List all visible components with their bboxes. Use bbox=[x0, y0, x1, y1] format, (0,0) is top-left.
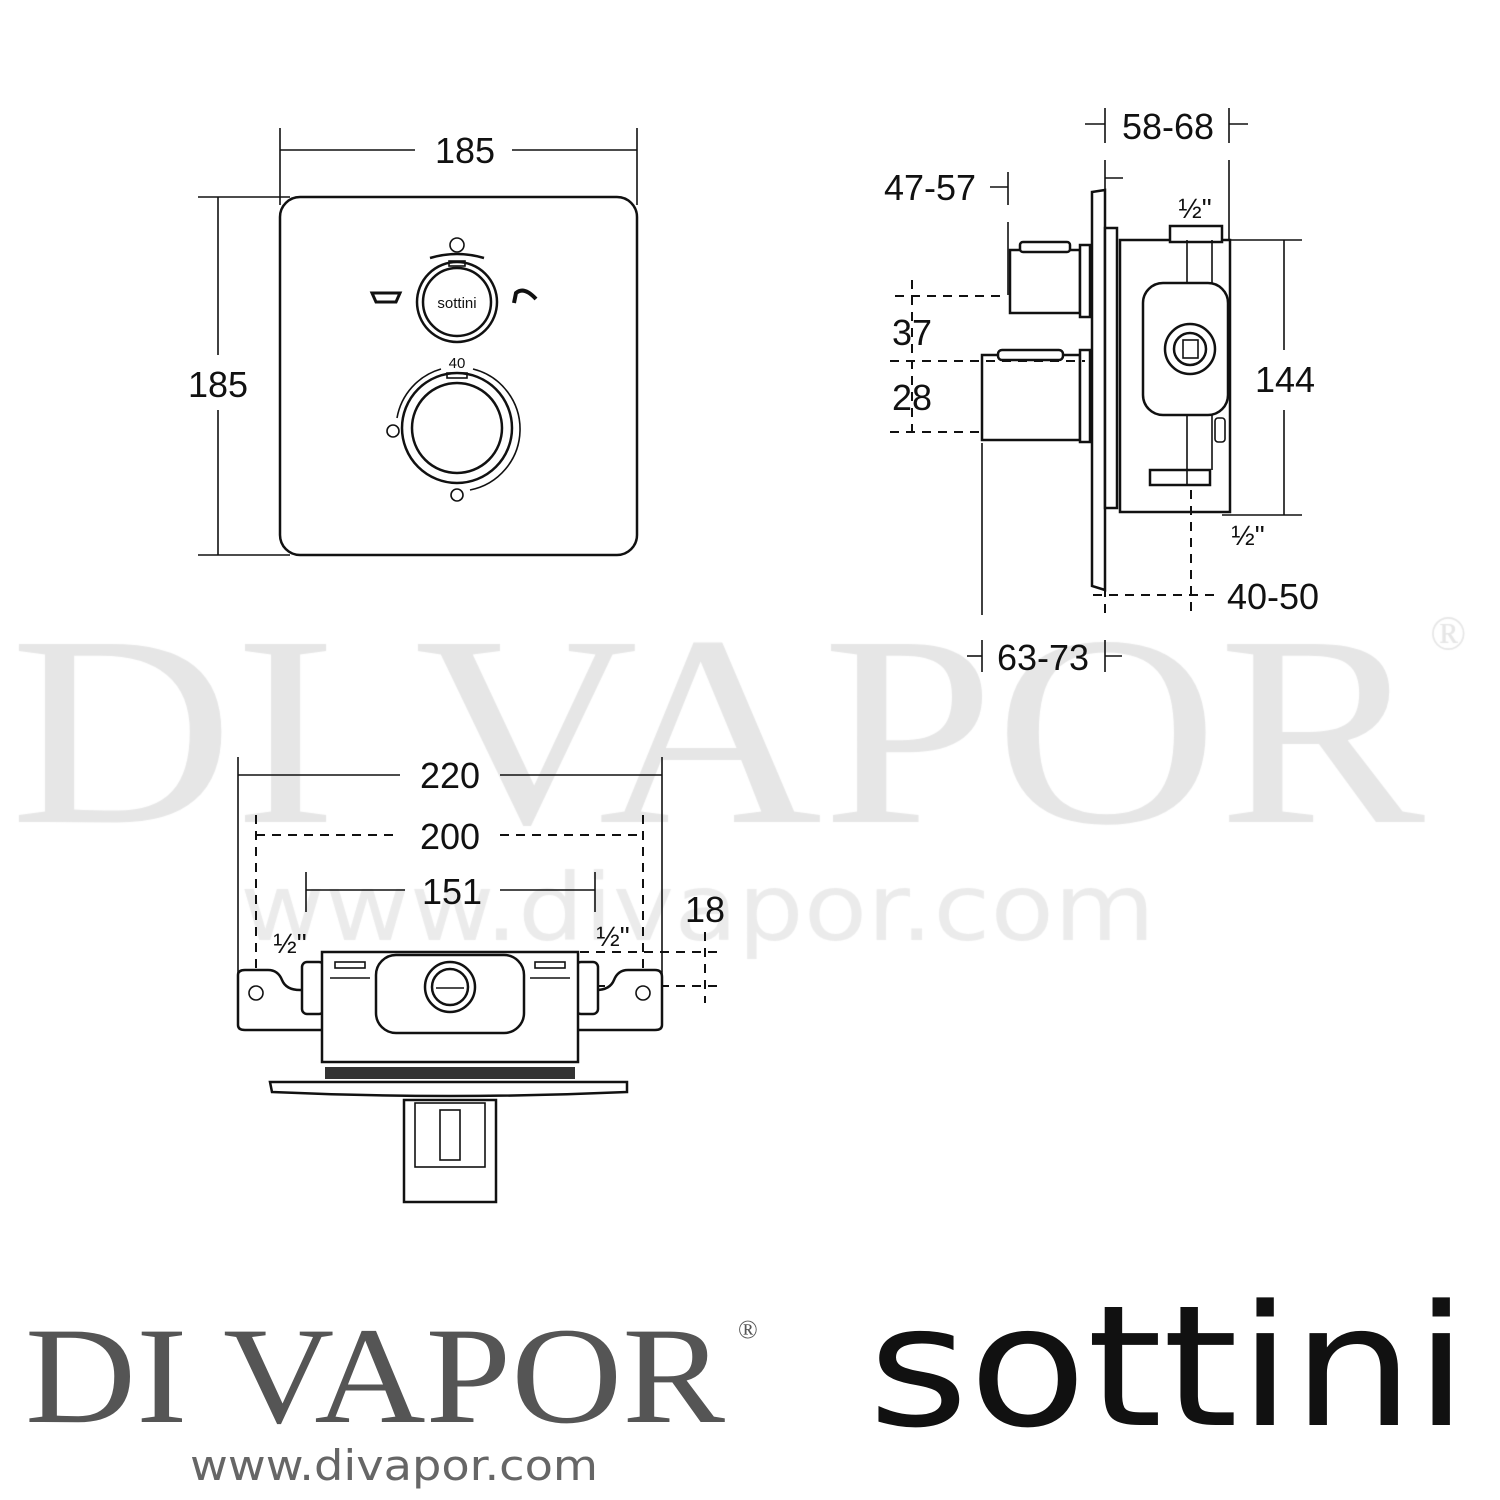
escutcheon-bottom bbox=[268, 1080, 629, 1098]
outlet-range-label: 40-50 bbox=[1227, 576, 1319, 617]
handle-spacing-lower-label: 28 bbox=[892, 377, 932, 418]
overall-width-label: 220 bbox=[420, 755, 480, 796]
escutcheon-plate bbox=[1090, 188, 1107, 592]
inlet-left-label: ½" bbox=[273, 928, 306, 959]
footer-brand-logo: DI VAPOR bbox=[25, 1299, 725, 1452]
body-height-label: 144 bbox=[1255, 359, 1315, 400]
footer-registered: ® bbox=[738, 1315, 758, 1344]
inlet-right-label: ½" bbox=[596, 921, 629, 952]
handle-spacing-upper-label: 37 bbox=[892, 312, 932, 353]
bottom-view: 220 200 151 ½" ½" 18 bbox=[236, 755, 725, 1204]
inlet-top-label: ½" bbox=[1178, 193, 1211, 224]
shower-handset-icon bbox=[512, 288, 538, 304]
diverter-knob[interactable]: sottini bbox=[415, 237, 499, 344]
front-view: 185 185 sottini 40 bbox=[188, 128, 639, 557]
cover-plate bbox=[278, 195, 639, 557]
thermostat-knob[interactable]: 40 bbox=[386, 355, 521, 502]
inlet-bottom-label: ½" bbox=[1231, 520, 1264, 551]
front-width-label: 185 bbox=[435, 130, 495, 171]
side-view: 58-68 47-57 ½" ½" 144 bbox=[884, 106, 1319, 678]
inlet-centres-label: 151 bbox=[422, 871, 482, 912]
knob-logo: sottini bbox=[437, 295, 476, 312]
footer-url[interactable]: www.divapor.com bbox=[190, 1441, 598, 1490]
front-height-label: 185 bbox=[188, 364, 248, 405]
fixing-centres-label: 200 bbox=[420, 816, 480, 857]
depth-range-label: 58-68 bbox=[1122, 106, 1214, 147]
overall-range-label: 63-73 bbox=[997, 637, 1089, 678]
temperature-label: 40 bbox=[449, 355, 466, 372]
bath-icon bbox=[369, 291, 403, 304]
offset-label: 18 bbox=[685, 889, 725, 930]
sottini-logo: sottini bbox=[868, 1269, 1468, 1465]
footer: DI VAPOR ® www.divapor.com sottini bbox=[25, 1269, 1468, 1490]
handle-range-label: 47-57 bbox=[884, 167, 976, 208]
